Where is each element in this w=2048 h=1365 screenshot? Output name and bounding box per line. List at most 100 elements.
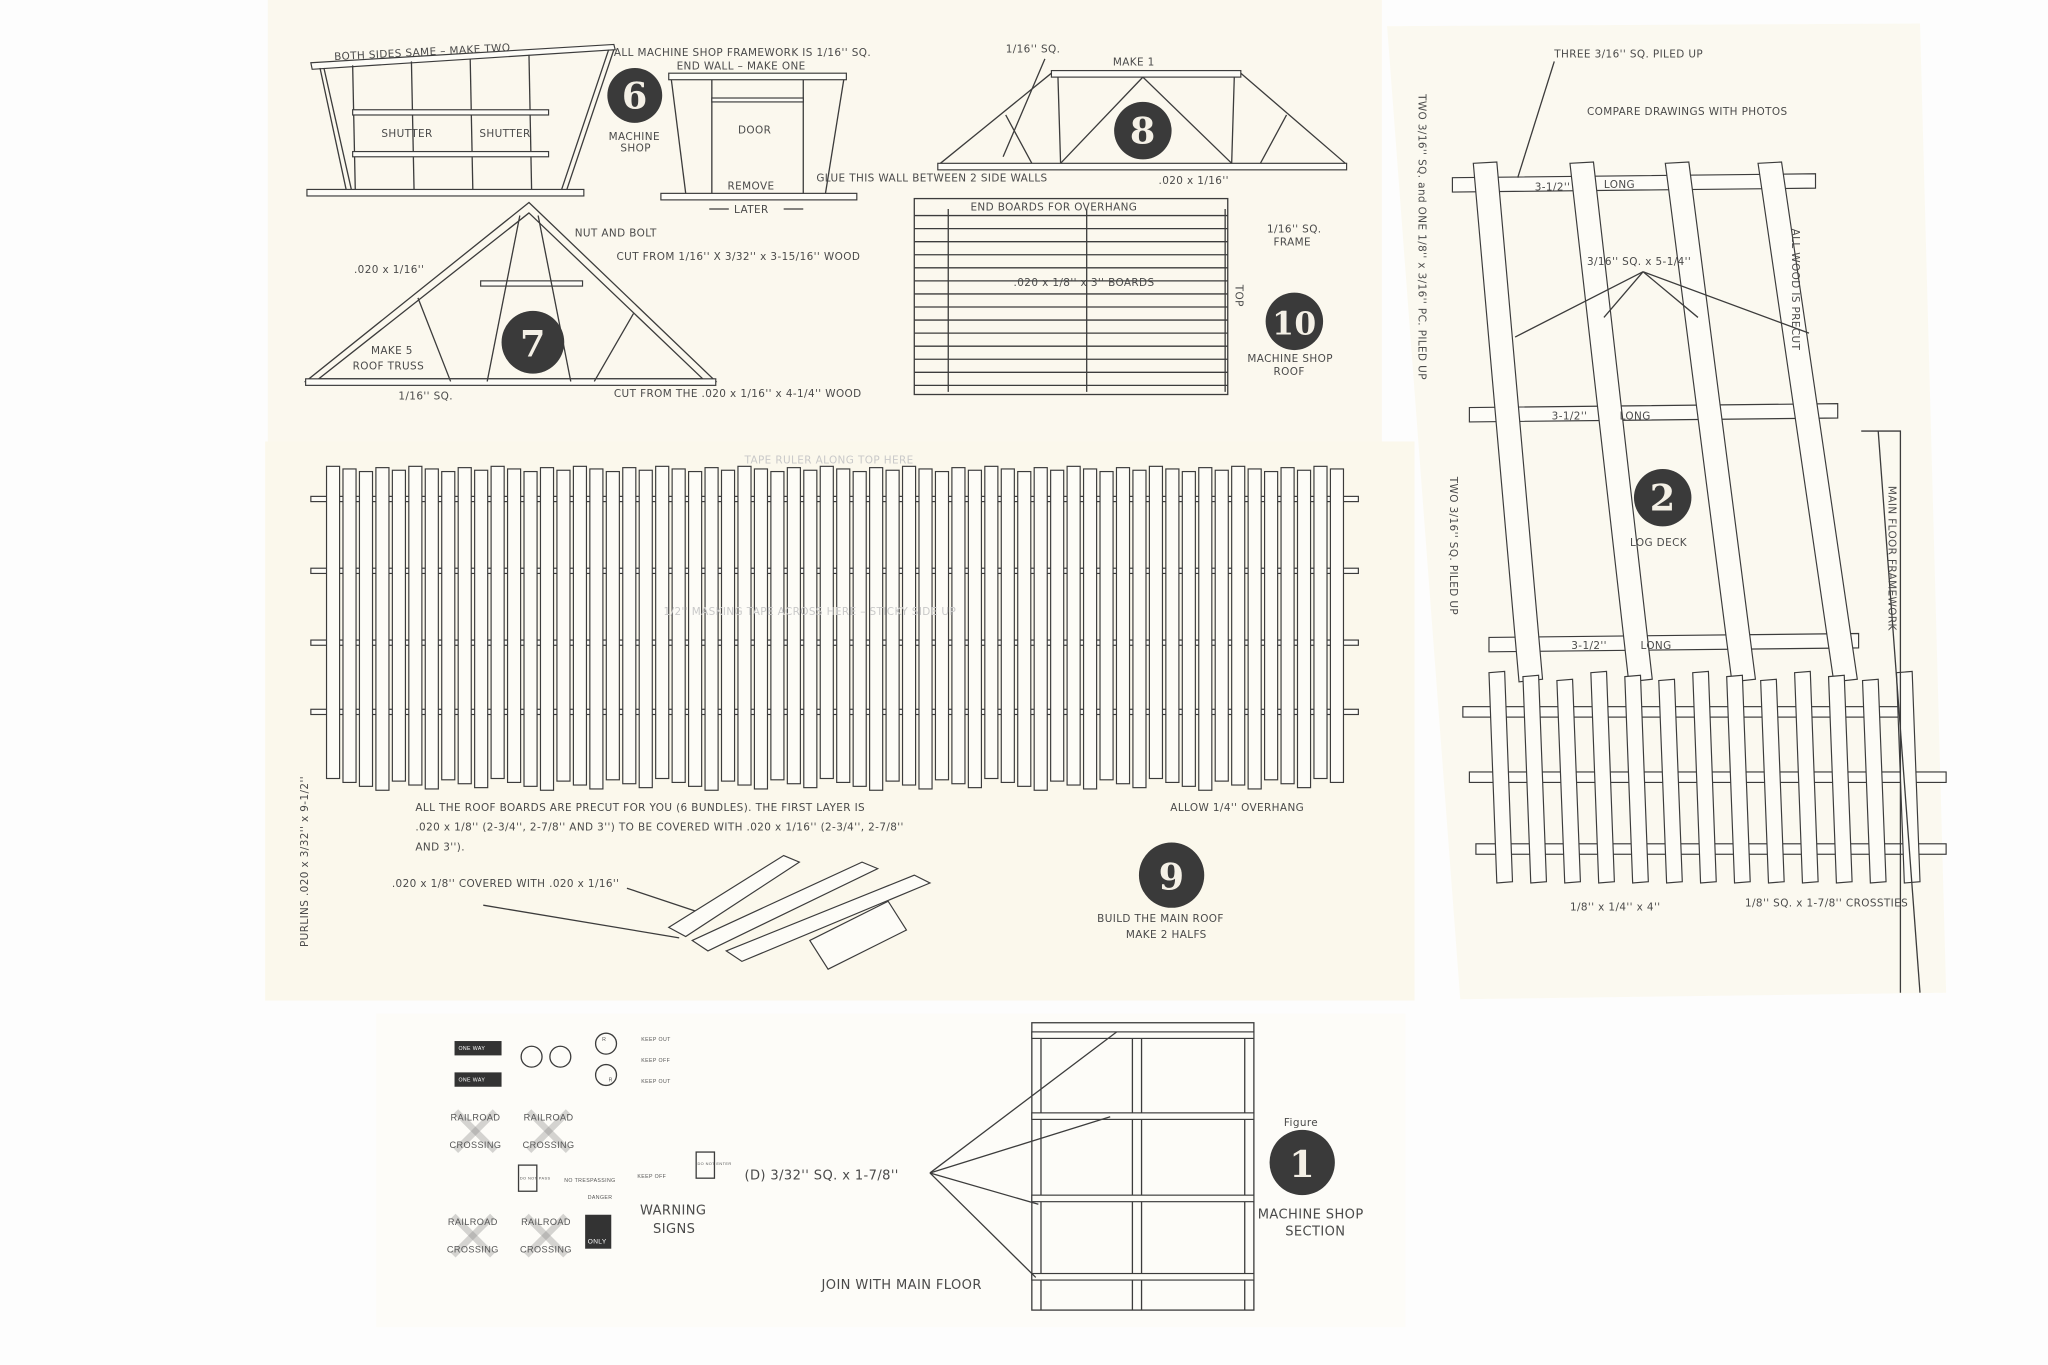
step-8-badge: [1114, 101, 1172, 160]
roof-board: [1115, 467, 1131, 785]
precut-note: ALL WOOD IS PRECUT: [1789, 229, 1801, 351]
door-label: DOOR: [738, 124, 771, 136]
railroad-text: RAILROAD: [451, 1113, 501, 1123]
long-1: LONG: [1604, 179, 1635, 191]
crossbuck-sign: RAILROAD CROSSING: [523, 1109, 574, 1154]
crosstie: [1488, 670, 1514, 884]
purlins-note: PURLINS .020 x 3/32'' x 9-1/2'': [299, 776, 311, 947]
roof-board: [424, 468, 439, 790]
keep-off-sign: KEEP OFF: [637, 1174, 666, 1180]
step-10-badge: [1265, 292, 1324, 351]
purlin: [310, 567, 1359, 575]
roof-board: [1313, 465, 1328, 780]
one-way-text: ONE WAY: [458, 1046, 485, 1052]
log: [1569, 161, 1653, 683]
roof-board: [1231, 465, 1246, 786]
step-9-label-2: MAKE 2 HALFS: [1126, 929, 1207, 941]
roof-note-3: AND 3'').: [415, 841, 465, 853]
one-way-sign: [454, 1072, 502, 1087]
crossing-text: CROSSING: [450, 1140, 502, 1150]
step-7-make-1: MAKE 5: [371, 345, 413, 357]
do-not-pass-text: DO NOT PASS: [520, 1175, 551, 1180]
roof-board: [1165, 468, 1180, 784]
one-way-text: ONE WAY: [458, 1078, 485, 1084]
do-not-enter-text: DO NOT ENTER: [697, 1161, 731, 1166]
length-2: 3-1/2'': [1552, 410, 1588, 422]
step-7-cut-note-2: CUT FROM THE .020 x 1/16'' x 4-1/4'' WOO…: [614, 388, 862, 400]
roof-board: [770, 470, 785, 781]
step-10-number: 10: [1272, 306, 1316, 342]
compare-note: COMPARE DRAWINGS WITH PHOTOS: [1587, 106, 1788, 118]
roof-board: [852, 470, 867, 787]
roof-board: [506, 468, 522, 784]
frame-note-1: 1/16'' SQ.: [1267, 224, 1322, 236]
warning-signs-sheet: ONE WAY ONE WAY R R KEEP OUT KEEP OFF KE…: [447, 1032, 731, 1258]
roof-board: [605, 470, 620, 781]
roof-board: [342, 468, 357, 784]
roof-board: [1132, 469, 1147, 789]
step-6-badge: [607, 67, 663, 123]
log-size-arrows: [1514, 271, 1810, 338]
roof-board: [474, 469, 489, 789]
crosstie: [1726, 674, 1751, 884]
roof-board: [358, 470, 374, 787]
roof-board: [408, 465, 423, 786]
length-1: 3-1/2'': [1535, 182, 1571, 194]
top-label: TOP: [1233, 284, 1245, 307]
step-1-number: 1: [1289, 1143, 1315, 1186]
danger-sign: DANGER: [588, 1195, 613, 1201]
board-layer-detail: [483, 854, 932, 970]
roof-board: [1099, 470, 1114, 781]
length-3: 3-1/2'': [1571, 640, 1607, 652]
end-wall-note: END WALL – MAKE ONE: [677, 60, 806, 72]
roof-board: [1033, 467, 1048, 791]
framework-note: ALL MACHINE SHOP FRAMEWORK IS 1/16'' SQ.: [614, 47, 871, 59]
roof-board: [836, 468, 851, 784]
step-1-label-2: SECTION: [1285, 1225, 1345, 1240]
crosstie: [1522, 674, 1548, 884]
end-boards-note: END BOARDS FOR OVERHANG: [970, 201, 1137, 213]
step-10-label-2: ROOF: [1273, 366, 1304, 378]
roof-board: [967, 469, 983, 789]
step-7-cut-note: CUT FROM 1/16'' X 3/32'' x 3-15/16'' WOO…: [616, 251, 860, 263]
roof-board: [704, 467, 719, 791]
step-6-label-1: MACHINE: [609, 131, 660, 143]
step-7-size-note: .020 x 1/16'': [354, 264, 424, 276]
three-piled-note: THREE 3/16'' SQ. PILED UP: [1553, 49, 1703, 61]
roof-board: [885, 469, 900, 782]
step-2-number: 2: [1650, 477, 1676, 520]
log: [1472, 161, 1544, 683]
member-size-note: (D) 3/32'' SQ. x 1-7/8'': [744, 1168, 898, 1183]
step-7-sq-note: 1/16'' SQ.: [398, 391, 453, 403]
crossbuck-sign: RAILROAD CROSSING: [450, 1109, 502, 1154]
keep-out-sign: KEEP OUT: [641, 1037, 671, 1043]
purlin: [310, 639, 1359, 646]
shutter-left-label: SHUTTER: [381, 128, 432, 140]
one-way-sign: [454, 1041, 502, 1056]
crosstie: [1760, 678, 1785, 884]
step-7-roof-truss: [303, 201, 718, 386]
only-sign: [585, 1214, 612, 1249]
log-deck-drawing: [1451, 161, 1947, 993]
roof-board: [655, 465, 670, 780]
roof-note-1: ALL THE ROOF BOARDS ARE PRECUT FOR YOU (…: [415, 802, 865, 814]
log: [1664, 161, 1757, 683]
roof-board: [622, 467, 637, 785]
railroad-text: RAILROAD: [448, 1217, 498, 1227]
roof-board: [688, 470, 703, 787]
roof-board: [1050, 469, 1065, 782]
later-label: LATER: [734, 204, 769, 216]
roof-board: [1066, 465, 1081, 786]
step-8-number: 8: [1130, 110, 1156, 153]
roof-board: [1264, 470, 1279, 781]
log-deck-label: LOG DECK: [1630, 537, 1688, 549]
crosstie: [1895, 670, 1921, 884]
roof-board: [951, 467, 966, 785]
rr-text: R: [609, 1078, 613, 1084]
railroad-text: RAILROAD: [521, 1217, 571, 1227]
only-text: ONLY: [588, 1238, 607, 1245]
roof-board: [1198, 467, 1213, 791]
step-8-make: MAKE 1: [1113, 56, 1155, 68]
roof-board: [786, 467, 801, 785]
step-1-label-1: MACHINE SHOP: [1258, 1208, 1364, 1223]
